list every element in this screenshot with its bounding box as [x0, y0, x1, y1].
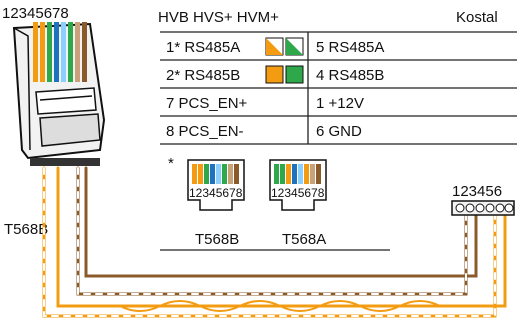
jack-t568a-pins: 12345678: [271, 186, 325, 200]
row4-left: 8 PCS_EN-: [166, 123, 244, 140]
footnote-mark: *: [168, 155, 174, 172]
plug-pin-numbers: 12345678: [2, 5, 69, 22]
header-right: Kostal: [456, 9, 498, 26]
header-left: HVB HVS+ HVM+: [158, 9, 279, 26]
terminal-pin-numbers: 123456: [452, 183, 502, 200]
row3-left: 7 PCS_EN+: [166, 95, 248, 112]
row1-color-swatch: [265, 37, 304, 56]
jack-t568a: 12345678: [269, 159, 327, 211]
row3-right: 1 +12V: [316, 95, 364, 112]
cable-wires: [42, 166, 507, 318]
rj45-plug: [12, 22, 106, 166]
row1-left: 1* RS485A: [166, 39, 240, 56]
row1-right: 5 RS485A: [316, 39, 384, 56]
pin-table: HVB HVS+ HVM+ Kostal 1* RS485A 5 RS485A …: [158, 9, 517, 251]
row2-color-swatch: [265, 65, 304, 84]
row4-right: 6 GND: [316, 123, 362, 140]
jack-t568b-label: T568B: [195, 231, 239, 248]
row2-left: 2* RS485B: [166, 67, 240, 84]
row2-right: 4 RS485B: [316, 67, 384, 84]
jack-t568a-label: T568A: [282, 231, 326, 248]
plug-wires: [33, 22, 87, 82]
jack-t568b-pins: 12345678: [189, 186, 243, 200]
cable-label: T568B: [4, 221, 48, 238]
jack-t568b: 12345678: [187, 159, 245, 211]
terminal-block: [451, 200, 515, 216]
